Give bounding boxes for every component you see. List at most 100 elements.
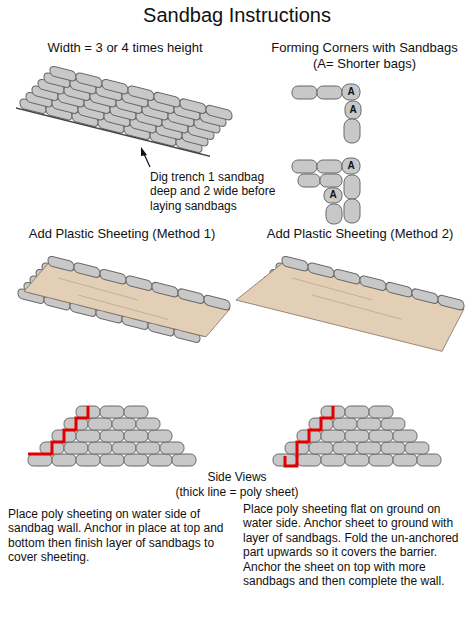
sandbag	[369, 454, 393, 466]
sandbag	[28, 454, 52, 466]
sandbag	[344, 119, 360, 143]
text-label: Place poly sheeting on water side of san…	[8, 507, 230, 565]
sandbag	[334, 268, 360, 284]
sandbag	[326, 204, 342, 224]
callout-letter: A	[345, 86, 357, 98]
sandbag	[344, 199, 360, 223]
sandbag	[136, 442, 160, 454]
sandbag	[76, 72, 102, 88]
text-label: Place poly sheeting flat on ground on wa…	[243, 502, 469, 588]
sandbag	[152, 281, 178, 297]
sandbag	[128, 85, 154, 101]
title: Sandbag Instructions	[0, 4, 474, 27]
sandbag	[360, 275, 386, 291]
text-label: Add Plastic Sheeting (Method 1)	[12, 226, 232, 242]
sandbag	[172, 454, 196, 466]
sandbag	[178, 288, 204, 304]
sandbag	[345, 101, 361, 119]
sandbag	[342, 84, 360, 100]
sandbag	[342, 158, 360, 174]
sandbag	[417, 454, 441, 466]
sandbag	[357, 418, 381, 430]
text-label: (A= Shorter bags)	[262, 56, 467, 72]
callout-letter: A	[327, 189, 339, 201]
text-label: Width = 3 or 4 times height	[20, 40, 230, 56]
sandbag	[126, 275, 152, 291]
sandbag	[344, 175, 360, 199]
sandbag	[308, 262, 334, 278]
sandbag	[180, 98, 206, 114]
sandbag	[381, 442, 405, 454]
sandbag	[100, 406, 124, 418]
sandbag	[320, 174, 342, 187]
sandbag	[76, 430, 100, 442]
sandbag	[160, 442, 184, 454]
sandbag	[345, 406, 369, 418]
sandbag	[102, 78, 128, 94]
sandbag	[50, 65, 76, 81]
corner-bags	[292, 84, 361, 224]
sandbag	[204, 294, 230, 310]
sandbag-wall	[236, 244, 464, 357]
side-view-pyramid	[28, 406, 196, 466]
sandbag	[100, 454, 124, 466]
sandbag	[112, 442, 136, 454]
sandbag-wall	[18, 248, 230, 351]
sandbag	[112, 418, 136, 430]
overlay-group	[28, 147, 333, 466]
sandbag	[292, 160, 317, 173]
text-label: Side Views	[137, 470, 337, 484]
text-label: Forming Corners with Sandbags	[262, 40, 467, 56]
arrow-head	[141, 147, 147, 156]
plastic-sheet	[24, 257, 230, 342]
sandbag	[345, 430, 369, 442]
sandbag-wall	[16, 57, 232, 162]
sandbag	[74, 262, 100, 278]
sandbag	[148, 430, 172, 442]
sandbag	[412, 288, 438, 304]
sandbag-group	[16, 57, 464, 466]
sandbag	[292, 86, 317, 99]
sandbag	[386, 281, 412, 297]
sandbag	[369, 406, 393, 418]
sandbag	[124, 454, 148, 466]
sandbag	[136, 418, 160, 430]
sandbag	[124, 406, 148, 418]
sandbag	[297, 454, 321, 466]
sandbag	[88, 418, 112, 430]
plastic-sheet	[236, 252, 464, 357]
sandbag	[48, 255, 74, 271]
text-label: (thick line = poly sheet)	[137, 485, 337, 499]
sandbag	[64, 442, 88, 454]
sandbag	[282, 255, 308, 271]
sandbag	[309, 442, 333, 454]
sandbag	[321, 454, 345, 466]
text-label: Dig trench 1 sandbag deep and 2 wide bef…	[150, 170, 290, 213]
poly-sheet-line	[28, 406, 88, 454]
callout-letter: A	[345, 160, 357, 172]
sandbag	[100, 268, 126, 284]
sandbag	[148, 454, 172, 466]
sandbag	[317, 86, 342, 99]
sandbag	[317, 160, 342, 173]
sandbag	[76, 454, 100, 466]
sandbag	[381, 418, 405, 430]
side-view-pyramid	[273, 406, 441, 466]
sandbag	[393, 430, 417, 442]
sandbag	[333, 418, 357, 430]
sandbag	[154, 91, 180, 107]
sandbag	[369, 430, 393, 442]
poly-sheet-line	[285, 406, 333, 466]
sandbag	[206, 104, 232, 120]
sandbag	[405, 442, 429, 454]
sandbag	[393, 454, 417, 466]
callout-letter: A	[347, 104, 359, 116]
sandbag	[333, 442, 357, 454]
trench-line	[16, 108, 210, 156]
sandbag	[324, 188, 342, 203]
sandbag	[52, 454, 76, 466]
sandbag	[298, 174, 320, 187]
sandbag	[357, 442, 381, 454]
sandbag	[321, 430, 345, 442]
sandbag	[88, 442, 112, 454]
